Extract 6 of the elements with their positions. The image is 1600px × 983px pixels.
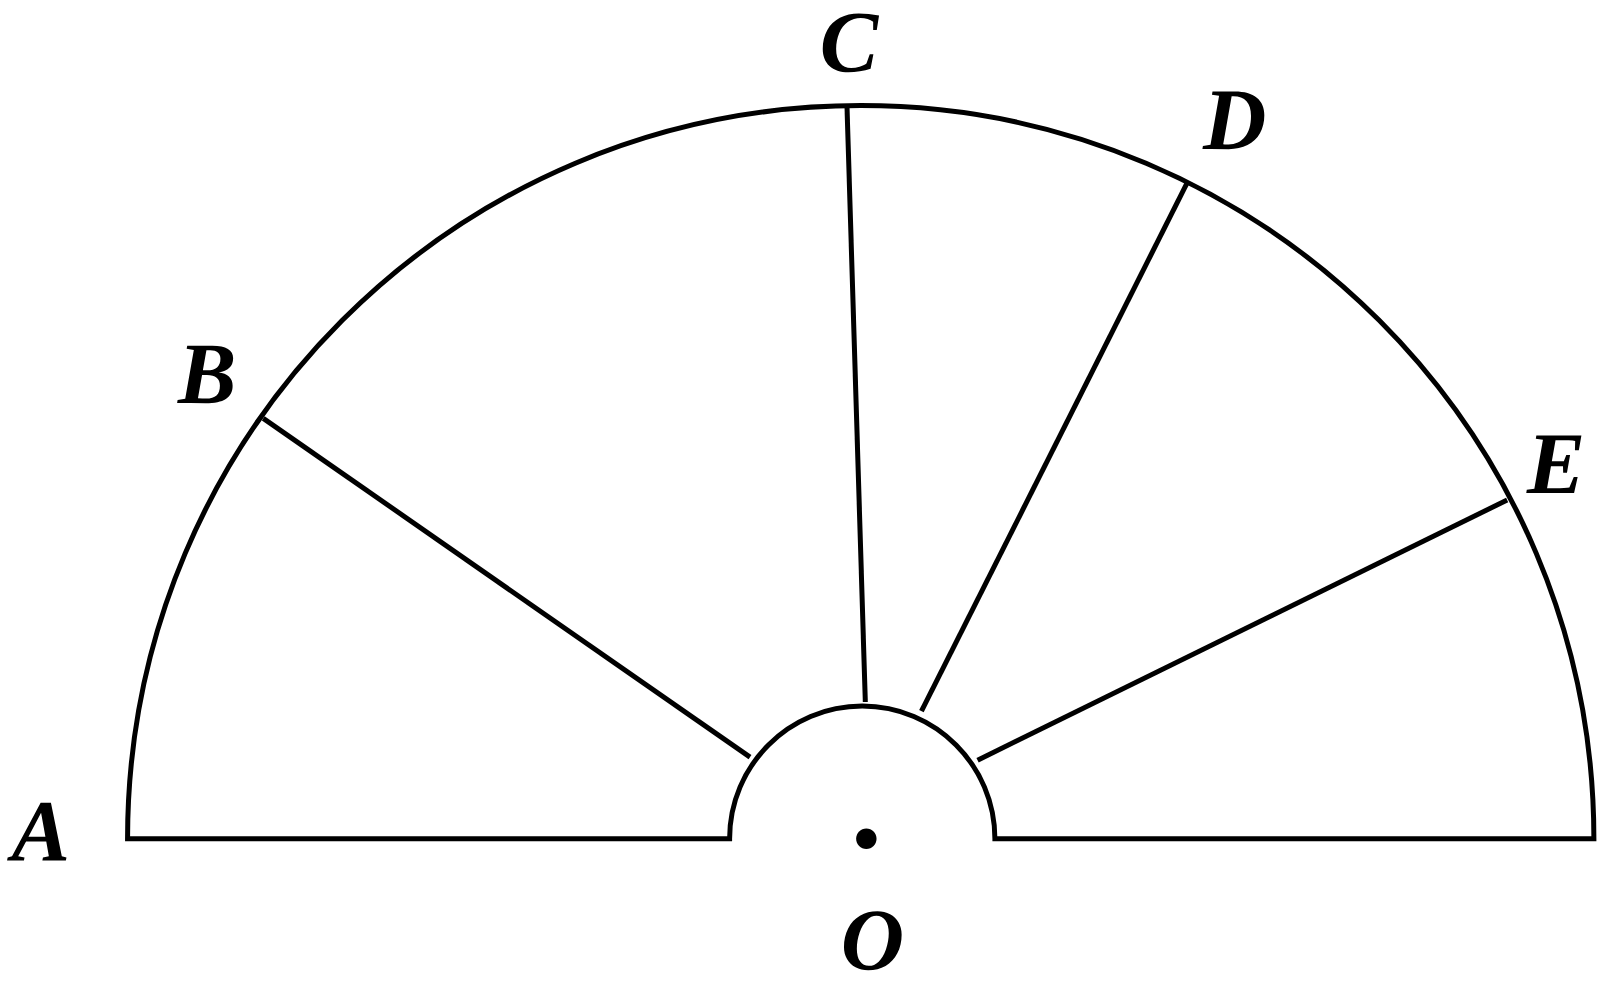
point-label: E [1526,435,1582,494]
point-label: C [822,13,880,73]
point-label: B [177,345,234,404]
point-label: O [843,911,902,971]
point-label: A [7,802,67,861]
point-label: D [1202,91,1265,150]
